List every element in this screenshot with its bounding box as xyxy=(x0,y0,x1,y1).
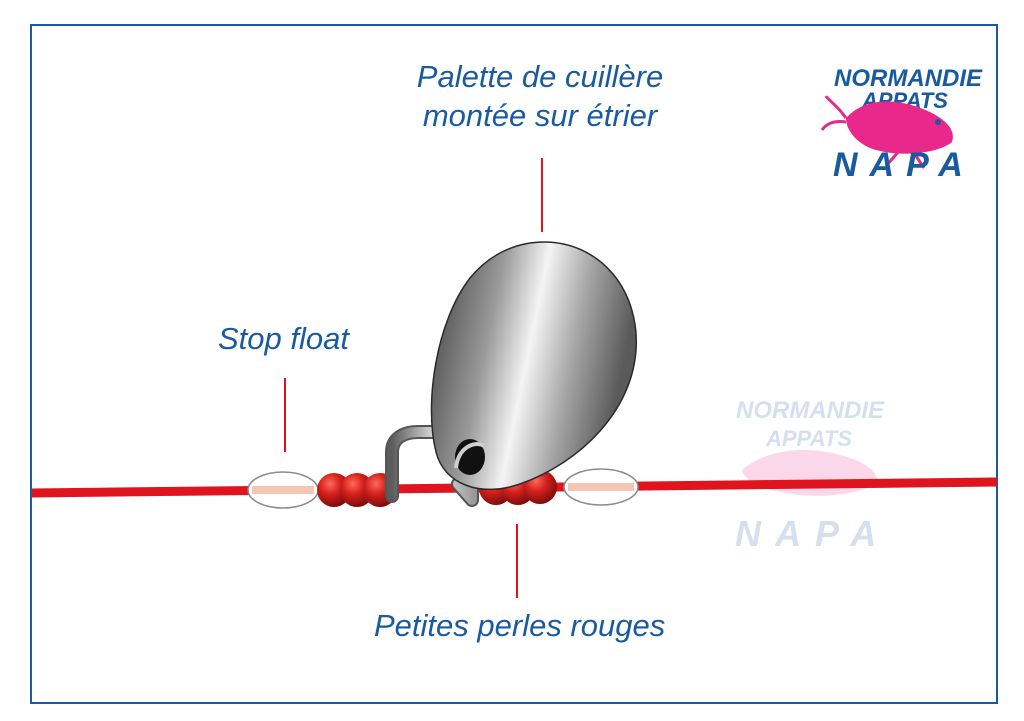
stop-float-left xyxy=(247,471,319,509)
watermark-line2: APPATS xyxy=(765,426,852,451)
diagram-frame xyxy=(30,24,998,704)
logo-line1: NORMANDIE xyxy=(834,65,983,92)
clevis-through-hole xyxy=(454,442,486,469)
logo-line3: NAPA xyxy=(833,146,975,184)
watermark-logo: NORMANDIE APPATS NAPA xyxy=(735,397,890,554)
watermark-line3: NAPA xyxy=(735,513,890,554)
spoon-blade xyxy=(430,241,637,491)
label-beads: Petites perles rouges xyxy=(374,608,666,643)
watermark-line1: NORMANDIE xyxy=(736,397,885,424)
label-spoon-line2: montée sur étrier xyxy=(422,97,658,133)
fish-icon xyxy=(820,95,953,169)
brand-logo: NORMANDIE APPATS NAPA xyxy=(820,65,983,184)
label-spoon-blade: Palette de cuillère montée sur étrier xyxy=(340,58,740,136)
blade-hole xyxy=(455,439,485,475)
stop-float-right xyxy=(563,468,639,506)
label-stop-float: Stop float xyxy=(218,321,349,356)
label-spoon-line1: Palette de cuillère xyxy=(416,59,664,94)
